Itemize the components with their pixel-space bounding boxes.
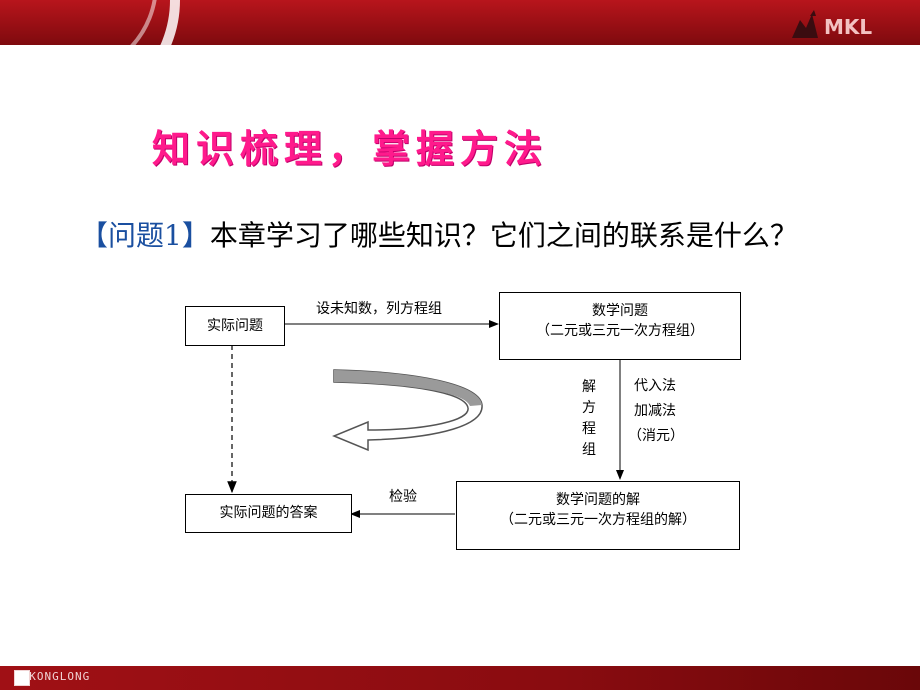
header-bar: MKL <box>0 0 920 45</box>
footer-logo-icon <box>14 670 30 686</box>
question-line: 【问题1】本章学习了哪些知识？它们之间的联系是什么？ <box>80 214 798 254</box>
slide-title: 知识梳理，掌握方法 <box>152 126 549 171</box>
box-real-problem-label: 实际问题 <box>207 318 263 334</box>
box-real-answer-label: 实际问题的答案 <box>219 505 318 521</box>
label-method-note: （消元） <box>628 428 684 444</box>
box-math-solution: 数学问题的解 （二元或三元一次方程组的解） <box>456 481 740 550</box>
box-real-problem: 实际问题 <box>185 306 285 346</box>
question-text: 本章学习了哪些知识？它们之间的联系是什么？ <box>209 219 798 252</box>
box-math-problem-label: 数学问题 <box>592 303 648 319</box>
label-set-unknowns: 设未知数，列方程组 <box>316 301 442 317</box>
footer-logo-text: MYKONGLONG <box>14 670 91 683</box>
curved-return-arrow-icon <box>332 369 483 452</box>
footer-bar: MYKONGLONG <box>0 666 920 690</box>
label-solve-2: 方 <box>582 400 596 416</box>
label-solve-4: 组 <box>582 442 596 458</box>
decorative-swirl <box>0 0 180 45</box>
label-check: 检验 <box>389 489 417 505</box>
box-math-problem: 数学问题 （二元或三元一次方程组） <box>499 292 741 360</box>
box-math-problem-sub: （二元或三元一次方程组） <box>536 323 704 339</box>
mkl-logo-icon: MKL <box>792 10 872 39</box>
box-real-answer: 实际问题的答案 <box>185 494 352 533</box>
label-solve-1: 解 <box>582 379 596 395</box>
label-method-elimination: 加减法 <box>634 403 676 419</box>
label-method-substitution: 代入法 <box>634 378 676 394</box>
label-solve-3: 程 <box>582 421 596 437</box>
box-math-solution-label: 数学问题的解 <box>556 492 640 508</box>
question-tag: 【问题1】 <box>80 219 210 252</box>
box-math-solution-sub: （二元或三元一次方程组的解） <box>500 512 696 528</box>
footer-logo: MYKONGLONG <box>14 670 91 686</box>
mkl-logo-text: MKL <box>824 15 872 39</box>
